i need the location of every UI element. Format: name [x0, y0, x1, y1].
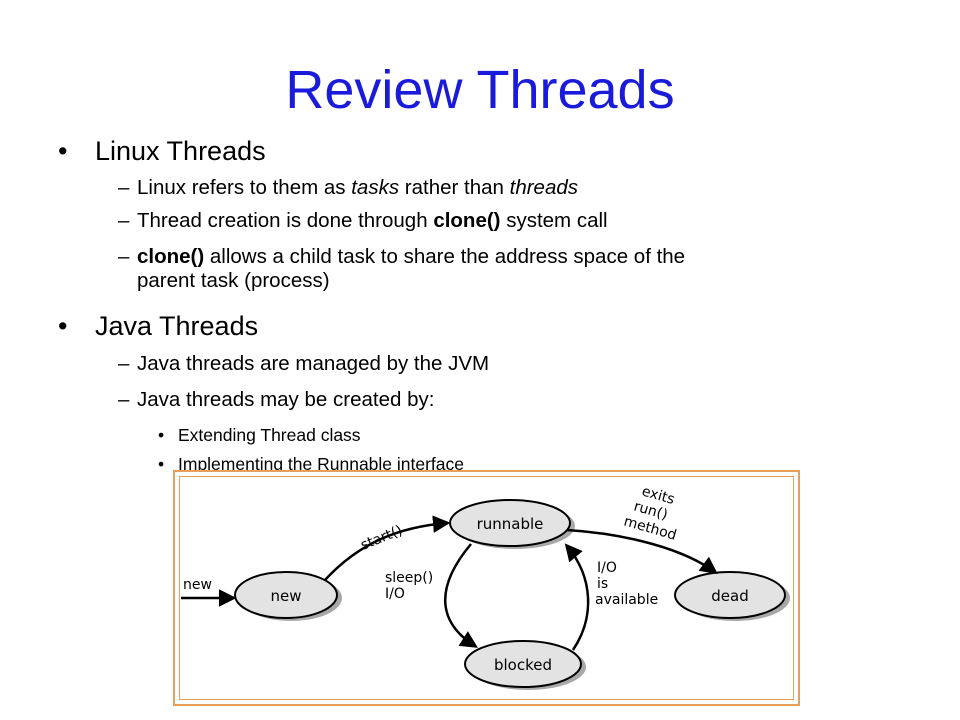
arrow-line [444, 543, 478, 648]
state-label: dead [711, 587, 748, 605]
bullet-text: Linux Threads [95, 136, 266, 166]
bullet-text: Java Threads [95, 311, 259, 341]
page-title: Review Threads [285, 60, 675, 120]
state-ellipse [674, 571, 786, 619]
arrow-line [566, 528, 718, 575]
dash-icon: – [118, 245, 130, 268]
thread-state-diagram: new runnable blocked dead new star [181, 483, 790, 690]
transition-sleep: sleep() I/O [385, 543, 478, 648]
thread-state-diagram-frame: new runnable blocked dead new star [173, 470, 800, 706]
state-ellipse [464, 640, 582, 688]
bullet-dot-icon: • [158, 425, 165, 445]
bullet-dot-icon: • [58, 136, 68, 166]
transition-label: start() [359, 523, 405, 554]
frame-inner-border [179, 476, 794, 700]
bullet-dot-icon: • [58, 311, 68, 341]
state-new: new [234, 571, 342, 621]
transition-label: available [595, 592, 658, 608]
arrow-line [324, 515, 451, 581]
transition-label: new [183, 577, 212, 593]
dash-icon: – [118, 352, 130, 375]
dash-icon: – [118, 388, 130, 411]
state-label: blocked [494, 656, 552, 674]
state-blocked: blocked [464, 640, 586, 690]
transition-exits: exits run() method [566, 483, 718, 575]
dash-icon: – [118, 176, 130, 199]
transition-label: sleep() [385, 570, 433, 586]
transition-label: is [597, 576, 608, 592]
arrow-line [564, 543, 590, 651]
state-label: new [270, 587, 301, 605]
transition-label: I/O [385, 586, 405, 602]
state-dead: dead [674, 571, 790, 621]
bullet-dot-icon: • [158, 454, 165, 474]
state-label: runnable [477, 515, 544, 533]
transition-label: I/O [597, 560, 617, 576]
transition-entry: new [181, 577, 237, 607]
dash-icon: – [118, 209, 130, 232]
state-runnable: runnable [449, 499, 575, 549]
transition-io-available: I/O is available [564, 543, 658, 651]
